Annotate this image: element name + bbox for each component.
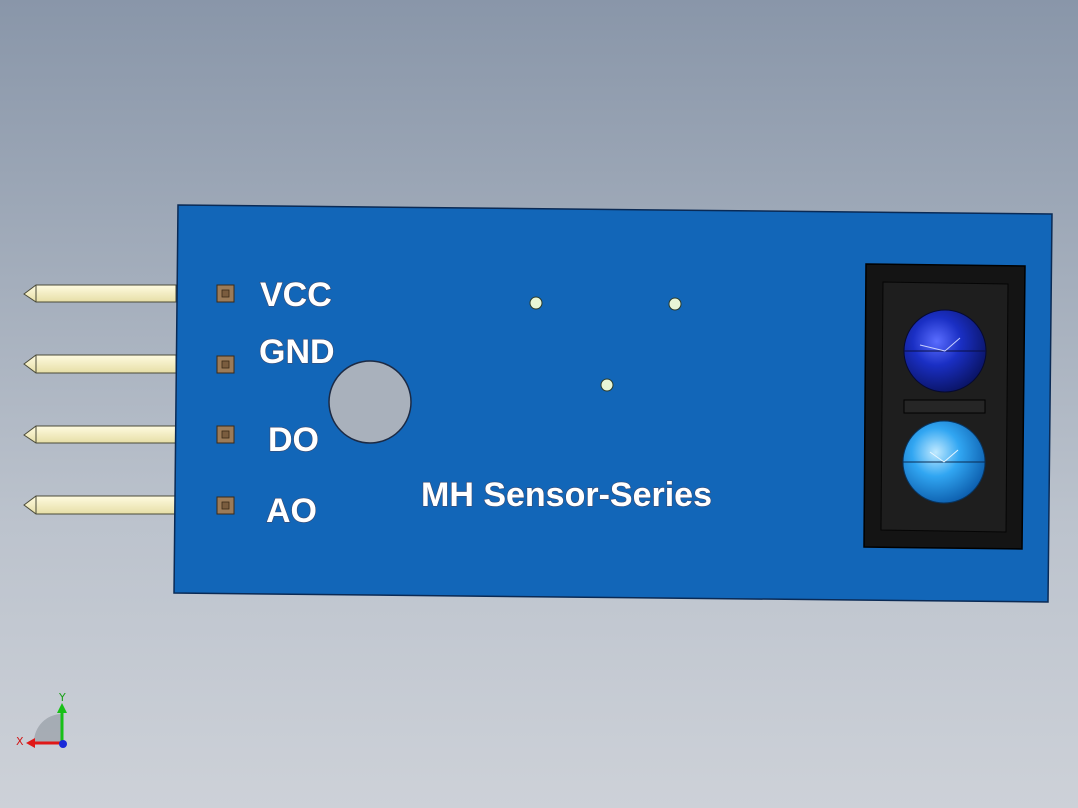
mounting-hole: [328, 360, 412, 444]
via: [529, 296, 543, 310]
pin-label-vcc: VCC: [260, 276, 332, 314]
pin-label-ao: AO: [266, 492, 317, 530]
header-pins: [23, 284, 177, 515]
pad-ao: [216, 496, 235, 515]
pad-gnd: [216, 355, 235, 374]
housing-divider: [903, 399, 986, 414]
vias: [529, 296, 682, 392]
x-axis-label: X: [16, 735, 24, 748]
ir-emitter-led[interactable]: [903, 309, 987, 393]
axis-triad[interactable]: Y X: [16, 691, 67, 748]
solder-pads: [216, 284, 235, 515]
pin-label-gnd: GND: [259, 333, 335, 371]
y-axis-arrowhead: [57, 703, 67, 713]
triad-plane: [34, 714, 62, 742]
pad-do: [216, 425, 235, 444]
pin-do: [23, 425, 177, 444]
pin-label-do: DO: [268, 421, 319, 459]
via: [600, 378, 614, 392]
sensor-housing[interactable]: [863, 263, 1026, 550]
pin-ao: [23, 495, 177, 515]
x-axis-arrowhead: [26, 738, 35, 748]
pin-vcc: [23, 284, 177, 303]
via: [668, 297, 682, 311]
pad-vcc: [216, 284, 235, 303]
z-axis-dot: [59, 740, 67, 748]
y-axis-label: Y: [58, 691, 66, 704]
silkscreen-title: MH Sensor-Series: [421, 476, 712, 514]
pin-gnd: [23, 354, 177, 374]
pcb-board[interactable]: [173, 204, 1053, 603]
ir-receiver-led[interactable]: [902, 420, 986, 504]
